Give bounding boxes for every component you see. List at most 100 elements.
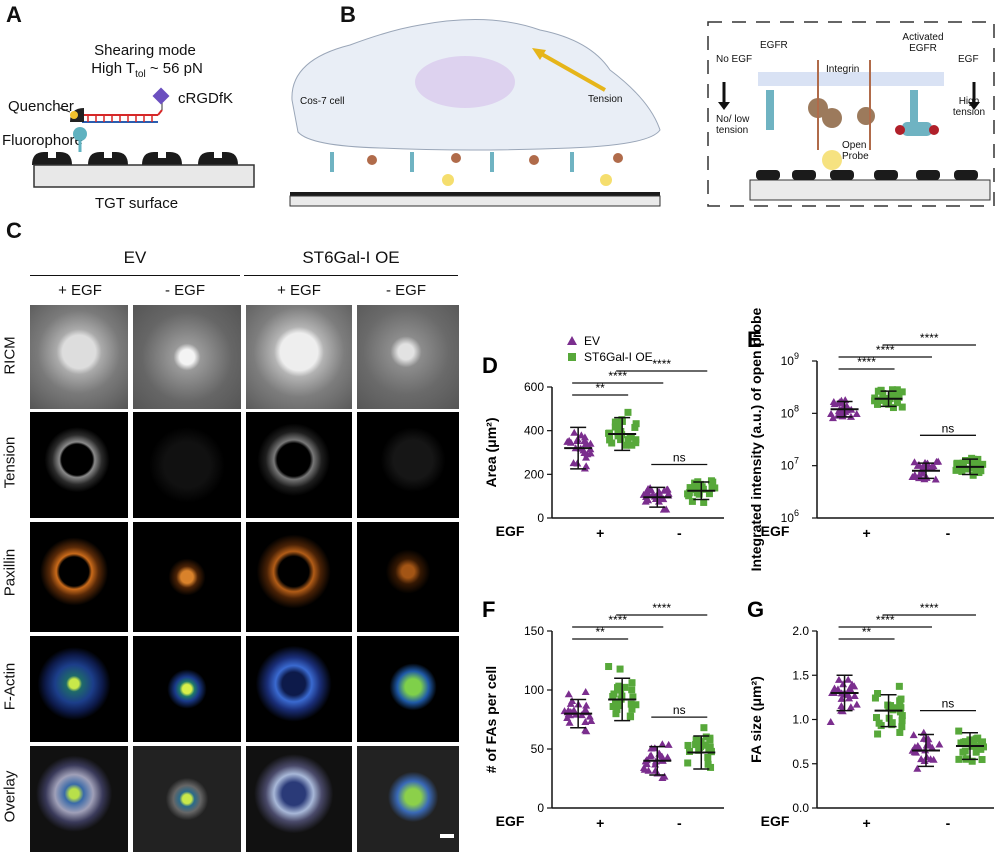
micrograph-tension-oe-plus [246,412,352,518]
surface-b [289,195,661,207]
oe-point [628,441,636,449]
oe-point [705,490,713,498]
y-tick-label: 0.5 [792,757,809,771]
shearing-mode-label: Shearing mode [94,42,196,59]
tension-arrow [537,50,606,92]
x-category-label: + [862,815,870,831]
oe-point [873,400,881,408]
oe-point [898,723,906,731]
ev-point [850,682,859,690]
oe-point [968,757,976,765]
micrograph-ricm-ev-plus [30,305,128,409]
ev-point [909,731,918,739]
significance-label: **** [876,613,895,627]
tension-label: Tension [588,94,623,105]
row-label-paxillin: Paxillin [0,522,22,622]
no-low-tension-label: No/ low tension [716,114,750,136]
micrograph-tension-oe-minus [357,412,459,518]
oe-point [895,682,903,690]
oe-point [955,755,963,763]
ev-point [826,718,835,726]
legend-ev-label: EV [584,334,600,348]
oe-point [972,459,980,467]
ev-point [837,694,846,702]
col-ev-minus-egf: - EGF [165,282,205,299]
oe-point [688,497,696,505]
x-axis-label: EGF [496,813,525,829]
significance-label: **** [608,369,627,383]
ev-point [830,400,839,408]
significance-label: ns [942,697,955,711]
micrograph-tension-ev-minus [133,412,241,518]
ev-point [845,694,854,702]
y-tick-label: 600 [524,380,544,394]
oe-point [875,719,883,727]
high-tension-label: High tension [952,96,986,118]
ev-point [585,712,594,720]
oe-point [972,735,980,743]
ev-point [577,711,586,719]
y-tick-label: 200 [524,467,544,481]
oe-point [893,399,901,407]
ev-point [664,740,673,748]
row-label-overlay: Overlay [0,746,22,846]
significance-label: ** [595,381,605,395]
ev-point [586,439,595,447]
x-category-label: + [862,525,870,541]
oe-point [614,432,622,440]
ev-point [914,460,923,468]
oe-point [895,393,903,401]
oe-point [700,724,708,732]
significance-label: **** [920,601,939,615]
micrograph-paxillin-ev-minus [133,522,241,632]
row-label-factin: F-Actin [0,636,22,736]
panel-letter-b: B [340,2,356,27]
y-tick-label: 50 [531,742,545,756]
micrograph-paxillin-oe-minus [357,522,459,632]
y-tick-label: 107 [781,456,799,473]
x-category-label: + [596,525,604,541]
x-category-label: - [677,815,682,831]
y-tick-label: 0 [537,511,544,525]
significance-label: ns [942,421,955,435]
oe-point [952,466,960,474]
ev-point [647,486,656,494]
oe-point [701,741,709,749]
ev-point [581,718,590,726]
oe-point [896,728,904,736]
oe-point [615,682,623,690]
ev-point [663,485,672,493]
ev-point [846,703,855,711]
oe-point [692,741,700,749]
oe-point [888,719,896,727]
ev-point [577,431,586,439]
oe-point [694,737,702,745]
oe-point [896,708,904,716]
ev-point [846,684,855,692]
oe-point [978,756,986,764]
open-probe-label: Open Probe [842,140,869,162]
oe-point [897,704,905,712]
ev-point [580,433,589,441]
oe-point [695,482,703,490]
y-tick-label: 1.5 [792,668,809,682]
y-tick-label: 108 [781,403,799,420]
row-label-tension: Tension [0,412,22,512]
micrograph-overlay-ev-plus [30,746,128,852]
ev-point [850,692,859,700]
oe-point [898,717,906,725]
micrograph-factin-ev-plus [30,636,128,742]
ev-point [565,718,574,726]
oe-point [684,741,692,749]
y-tick-label: 0 [537,801,544,815]
group-ev-line [30,275,240,276]
oe-point [624,408,632,416]
oe-point [979,460,987,468]
micrograph-ricm-ev-minus [133,305,241,409]
oe-point [704,753,712,761]
tgt-surface-label: TGT surface [95,195,179,212]
oe-point [871,694,879,702]
